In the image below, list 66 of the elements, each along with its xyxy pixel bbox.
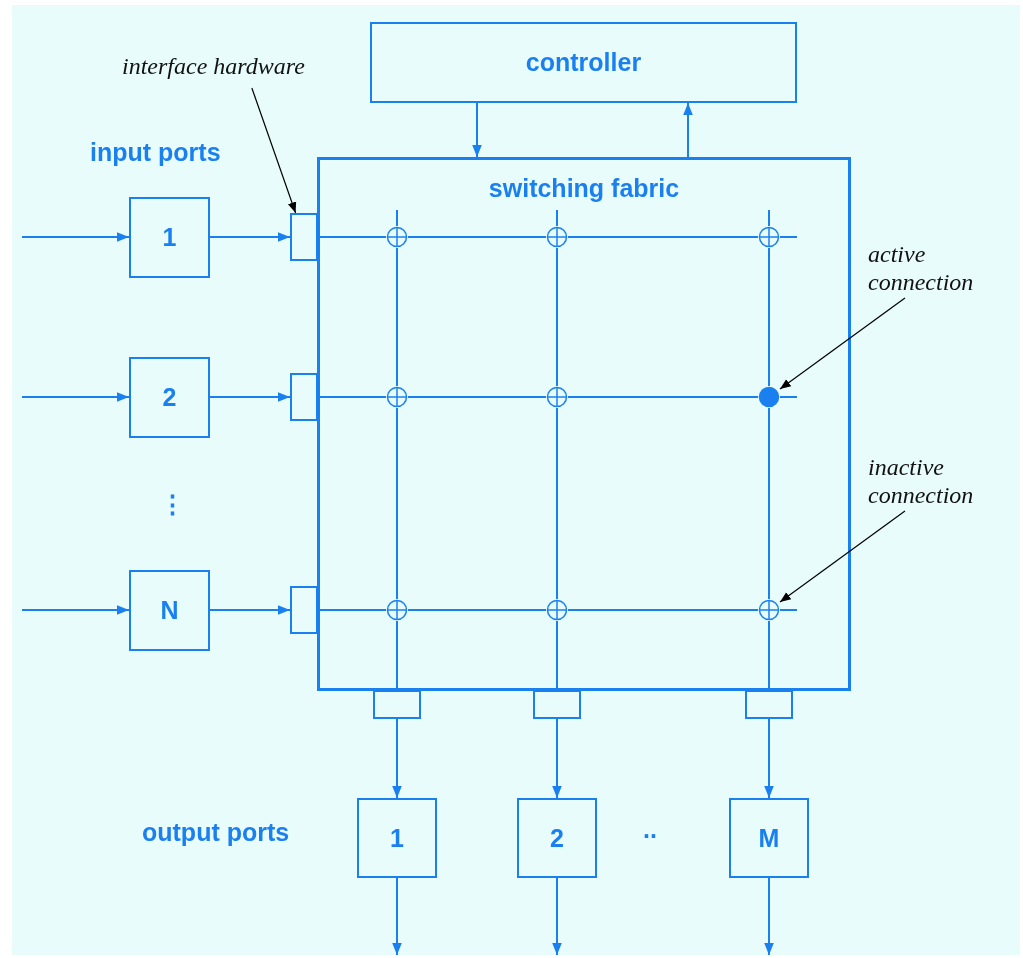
leader-line <box>779 510 906 603</box>
leader-line <box>779 297 906 390</box>
arrow <box>209 232 291 242</box>
arrow <box>683 102 693 158</box>
crosspoint-circle <box>386 599 408 621</box>
port-box: N <box>129 570 210 651</box>
vertical-ellipsis: ⋮ <box>160 490 185 519</box>
crosspoint-dot <box>758 386 780 408</box>
ellipsis: .. <box>643 815 657 844</box>
arrow <box>392 718 402 799</box>
connector-line <box>556 407 558 600</box>
annotation-text: interface hardware <box>122 52 367 88</box>
interface-box <box>290 213 318 261</box>
connector-line <box>768 620 770 691</box>
port-box: M <box>729 798 809 878</box>
arrow <box>209 392 291 402</box>
switching-fabric-box <box>317 157 851 691</box>
interface-box <box>373 690 421 719</box>
port-box: controller <box>370 22 797 103</box>
connector-line <box>317 396 387 398</box>
annotation-text: inactive connection <box>868 453 1013 511</box>
connector-line <box>768 407 770 600</box>
crosspoint-circle <box>758 226 780 248</box>
arrow <box>764 718 774 799</box>
arrow <box>21 605 130 615</box>
connector-line <box>396 407 398 600</box>
crosspoint-circle <box>386 386 408 408</box>
connector-line <box>567 236 759 238</box>
connector-line <box>556 247 558 387</box>
connector-line <box>407 609 547 611</box>
crosspoint-circle <box>546 226 568 248</box>
connector-line <box>396 247 398 387</box>
interface-box <box>290 373 318 421</box>
port-box: 1 <box>129 197 210 278</box>
connector-line <box>317 236 387 238</box>
connector-line <box>407 396 547 398</box>
box-title: switching fabric <box>487 174 681 203</box>
connector-line <box>768 247 770 387</box>
crosspoint-circle <box>758 599 780 621</box>
connector-line <box>396 620 398 691</box>
arrow <box>392 877 402 956</box>
arrow <box>552 718 562 799</box>
port-box: 1 <box>357 798 437 878</box>
interface-box <box>290 586 318 634</box>
arrow <box>21 232 130 242</box>
connector-line <box>567 609 759 611</box>
annotation-text: active connection <box>868 240 1013 298</box>
crosspoint-circle <box>386 226 408 248</box>
connector-line <box>317 609 387 611</box>
connector-line <box>556 620 558 691</box>
arrow <box>209 605 291 615</box>
interface-box <box>745 690 793 719</box>
interface-box <box>533 690 581 719</box>
arrow <box>21 392 130 402</box>
connector-line <box>567 396 759 398</box>
arrow <box>552 877 562 956</box>
crosspoint-circle <box>546 599 568 621</box>
ports-heading: output ports <box>142 818 290 847</box>
port-box: 2 <box>129 357 210 438</box>
connector-line <box>407 236 547 238</box>
arrow <box>764 877 774 956</box>
leader-line <box>251 87 297 214</box>
ports-heading: input ports <box>90 138 221 167</box>
port-box: 2 <box>517 798 597 878</box>
arrow <box>472 102 482 158</box>
crosspoint-circle <box>546 386 568 408</box>
